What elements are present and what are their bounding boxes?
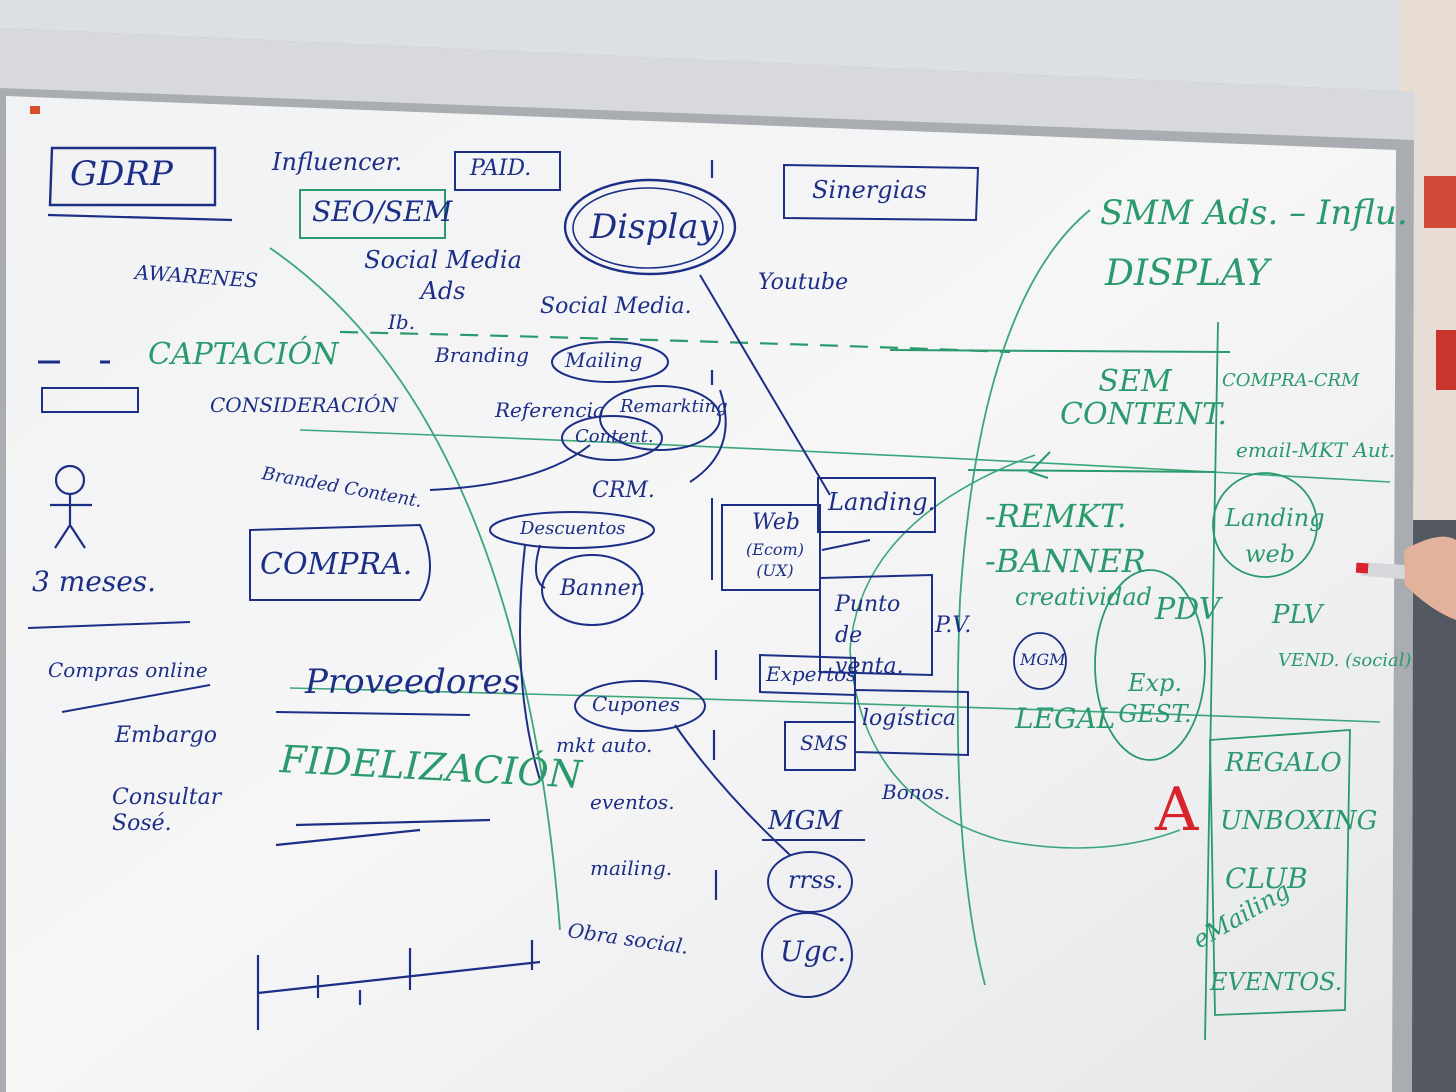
ugc-label: Ugc. [780,938,846,966]
banner-label: Banner. [560,578,646,600]
social-media-label: Social Media. [540,296,692,318]
bonos-label: Bonos. [882,782,950,802]
unboxing-label: UNBOXING [1220,808,1377,834]
rrss-label: rrss. [788,868,843,892]
mkt-auto-label: mkt auto. [556,735,652,755]
legal-label: LEGAL [1015,705,1115,733]
sinergias-label: Sinergias [812,178,927,202]
display-right-label: DISPLAY [1105,256,1269,292]
red-a-mark: A [1155,780,1198,840]
logistica-label: logística [862,708,956,730]
smm-ads-label: SMM Ads. – Influ. [1100,196,1408,230]
mailing-label: Mailing [565,350,642,370]
regalo-label: REGALO [1225,750,1342,776]
captacion-label: CAPTACIÓN [148,340,339,370]
ecom-ux-label: (Ecom) (UX) [740,540,810,582]
tres-meses-label: 3 meses. [32,568,156,596]
consultar-label: Consultar Sosé. [112,785,232,838]
banner-right-label: -BANNER [985,545,1146,577]
plv-label: PLV [1272,602,1322,628]
seo-sem-label: SEO/SEM [312,198,452,226]
brand-logo [30,106,40,114]
paid-label: PAID. [470,158,531,180]
exp-gest-label: Exp. GEST. [1105,668,1205,730]
vend-social-label: VEND. (social) [1278,652,1412,670]
compra-crm-label: COMPRA-CRM [1222,372,1359,390]
ib-label: Ib. [388,312,415,332]
consideracion-label: CONSIDERACIÓN [210,395,398,415]
content-label: Content. [575,428,654,446]
mgm-right-label: MGM [1020,652,1066,668]
creatividad-label: creatividad [1015,585,1152,609]
gdrp-label: GDRP [70,157,173,191]
embargo-label: Embargo [115,725,217,747]
pv-label: P.V. [935,615,971,637]
youtube-label: Youtube [758,272,848,294]
web-label: Web [752,512,800,534]
cupones-label: Cupones [592,694,680,714]
mgm-label: MGM [768,808,842,834]
branding-label: Branding [435,345,529,365]
proveedores-label: Proveedores [305,665,520,699]
pdv-label: PDV [1155,595,1220,625]
referencia-label: Referencia [495,400,605,420]
eventos-right-label: EVENTOS. [1210,970,1342,994]
landing-web-label: Landing web [1225,500,1315,572]
sms-label: SMS [800,733,848,753]
eventos-label: eventos. [590,792,675,812]
red-pipe [1436,330,1456,390]
landing-label: Landing. [828,490,935,514]
descuentos-label: Descuentos [520,520,626,538]
social-media-ads-label: Social Media Ads [338,245,548,307]
compras-online-label: Compras online [48,660,208,680]
email-mkt-label: email-MKT Aut. [1236,440,1395,460]
fire-extinguisher-sign [1424,176,1456,228]
display-label: Display [590,210,718,244]
mailing2-label: mailing. [590,858,672,878]
crm-label: CRM. [592,480,655,502]
sem-content-label: SEM CONTENT. [1060,365,1210,431]
remkt-label: -REMKT. [985,500,1127,532]
expertos-label: Expertos [766,664,856,684]
remarketing-label: Remarkting [620,398,728,416]
influencer-label: Influencer. [272,150,402,174]
compra-label: COMPRA. [260,550,412,580]
